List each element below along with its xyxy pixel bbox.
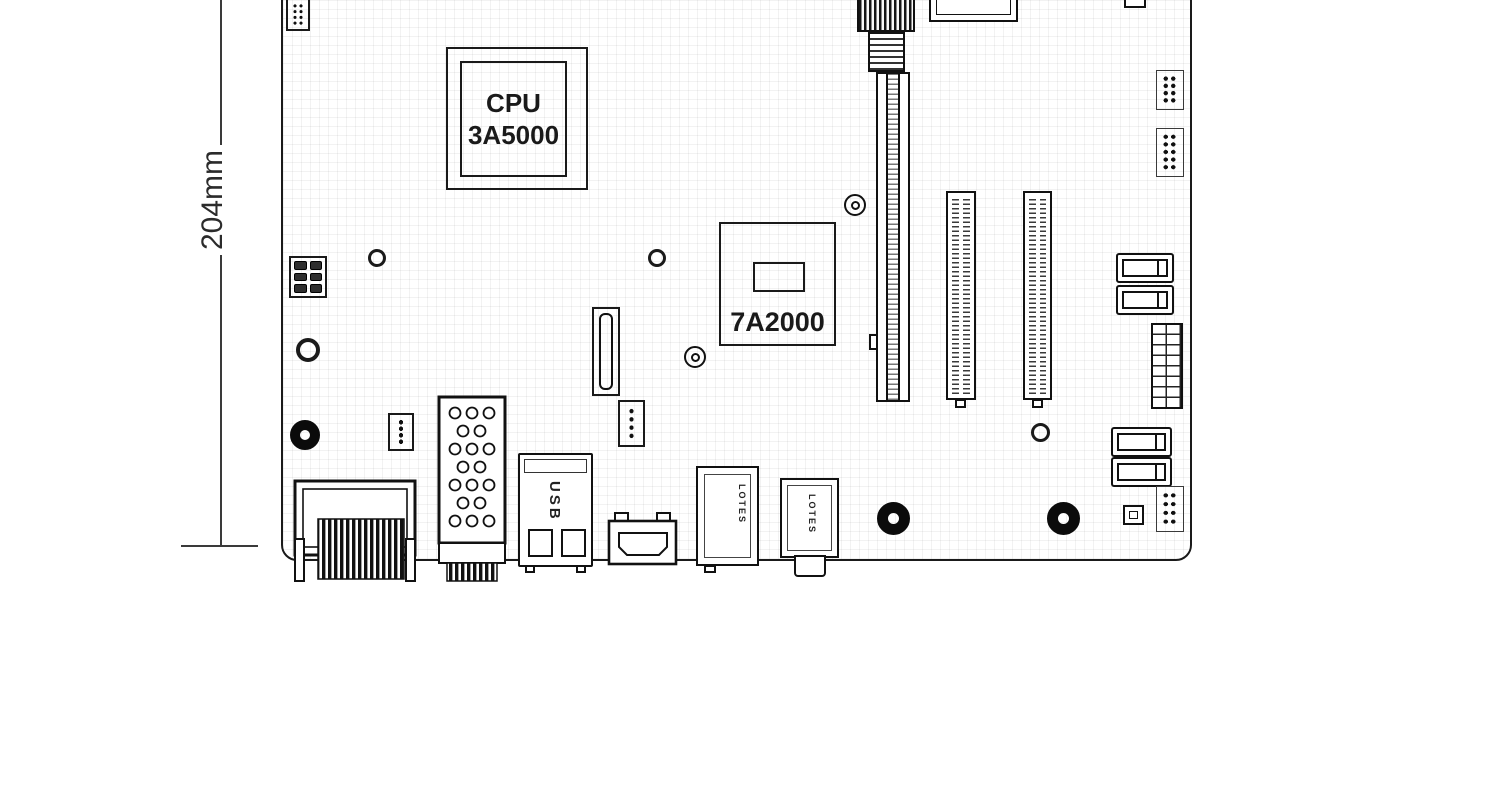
vertical-connector: [592, 307, 620, 396]
pcie-pin-column: [1029, 197, 1036, 394]
audio-jack-label: LOTES: [807, 494, 817, 535]
sata-slot: [1122, 291, 1168, 309]
usb-foot: [525, 565, 535, 573]
bridge-die: [753, 262, 805, 292]
dimension-tick-bottom: [181, 545, 258, 547]
sata-slot: [1117, 433, 1166, 451]
mounting-hole-icon: [1031, 423, 1050, 442]
top-right-tab: [1124, 0, 1146, 8]
pcie-slot-tab: [955, 399, 966, 408]
jumper-block: [289, 256, 327, 298]
audio-jack: LOTES: [780, 478, 839, 577]
sata-notch: [1157, 259, 1159, 277]
mounting-hole-plated-icon: [290, 420, 320, 450]
jumper-pad: [309, 272, 322, 282]
mounting-hole-plated-icon: [877, 502, 910, 535]
sata-slot: [1117, 463, 1166, 481]
pcie-slot: [946, 191, 976, 408]
sata-port: [1116, 285, 1174, 315]
box-header-right: [1151, 323, 1183, 409]
fan-header-icon: [388, 413, 414, 451]
bridge-label: 7A2000: [730, 307, 825, 337]
display-connector-foot: [704, 565, 716, 573]
hdmi-port: [607, 512, 678, 566]
sfp-cage: [437, 395, 507, 582]
cpu-label-line1: CPU: [486, 87, 541, 118]
top-edge-connector-slot: [936, 0, 1011, 15]
usb-stack-port: USB: [518, 453, 593, 573]
cpu-label-line2: 3A5000: [467, 120, 560, 150]
small-jumper-pad: [1129, 511, 1138, 519]
mounting-hole-plated-icon: [1047, 502, 1080, 535]
usb-port-opening: [561, 529, 586, 557]
sata-port: [1111, 457, 1172, 487]
dimm-slot-channel: [886, 74, 900, 400]
pin-header-bottom-right-icon: [1156, 486, 1184, 532]
sata-notch: [1155, 463, 1157, 481]
dimension-label: 204mm: [193, 145, 233, 255]
jumper-pad: [294, 272, 307, 282]
sata-notch: [1157, 291, 1159, 309]
pcie-pin-column: [963, 197, 970, 394]
sata-slot: [1122, 259, 1168, 277]
pcie-pin-column: [1039, 197, 1046, 394]
usb-stack-top-slot: [524, 459, 587, 473]
pin-header-top-left-icon: [286, 0, 310, 31]
dimension-line-vertical: [220, 0, 222, 547]
display-connector: LOTES: [696, 466, 759, 573]
jumper-pad: [309, 261, 322, 270]
small-jumper: [1123, 505, 1144, 525]
cpu-package: CPU 3A5000: [446, 47, 588, 190]
usb-foot: [576, 565, 586, 573]
mounting-hole-icon: [368, 249, 386, 267]
jumper-pad: [309, 284, 322, 293]
memory-connector-neck: [868, 32, 905, 72]
pcie-slot-tab: [1032, 399, 1043, 408]
fan-header-icon: [618, 400, 645, 447]
usb-label: USB: [546, 481, 563, 522]
memory-connector-top: [857, 0, 915, 32]
display-connector-label: LOTES: [737, 484, 747, 525]
rj45-ethernet-port: [293, 479, 417, 582]
audio-jack-barrel: [794, 555, 826, 577]
jumper-pad: [294, 284, 307, 293]
pcie-pin-column: [952, 197, 959, 394]
sata-port: [1116, 253, 1174, 283]
screw-hole-icon: [844, 194, 866, 216]
display-connector-slot: [704, 474, 751, 558]
vertical-connector-slot: [599, 313, 613, 390]
pcie-slot: [1023, 191, 1052, 408]
jumper-pad: [294, 261, 307, 270]
mounting-hole-icon: [648, 249, 666, 267]
usb-port-opening: [528, 529, 553, 557]
audio-jack-slot: [787, 485, 832, 551]
bridge-chip: 7A2000: [719, 222, 836, 346]
top-edge-connector: [929, 0, 1018, 22]
dimm-slot-notch: [869, 334, 878, 350]
pin-header-right-icon: [1156, 128, 1184, 177]
cpu-die: CPU 3A5000: [460, 61, 567, 177]
screw-hole-icon: [684, 346, 706, 368]
pin-header-right-icon: [1156, 70, 1184, 110]
dimm-slot: [869, 72, 910, 402]
mounting-hole-icon: [296, 338, 320, 362]
sata-port: [1111, 427, 1172, 457]
sata-notch: [1155, 433, 1157, 451]
